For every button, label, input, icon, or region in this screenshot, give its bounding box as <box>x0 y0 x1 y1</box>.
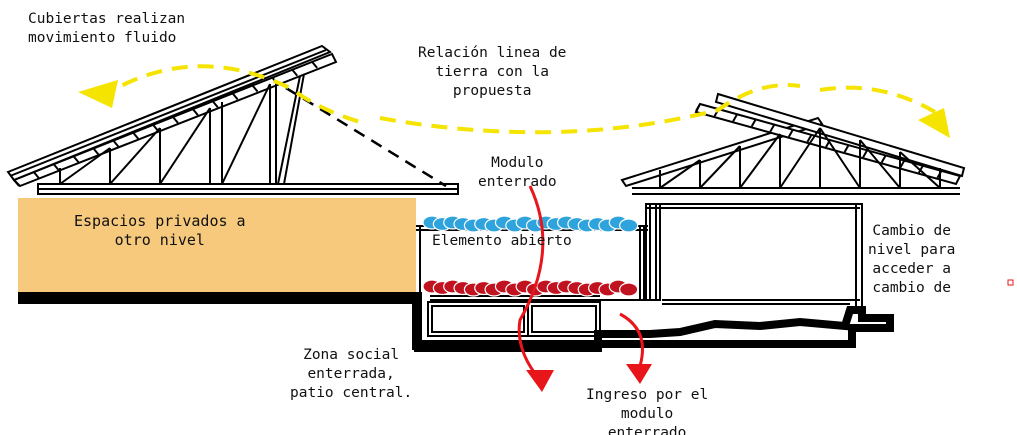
open-element-blue-cloud <box>422 215 639 233</box>
label-modulo: Modulo enterrado <box>478 155 557 190</box>
red-arrowhead-entry <box>626 364 652 384</box>
ground-relation-dashed-line <box>285 86 447 188</box>
left-roof-truss <box>6 44 459 195</box>
right-building <box>632 187 960 311</box>
label-cubiertas: Cubiertas realizan movimiento fluido <box>28 11 186 46</box>
roof-movement-arrows <box>78 64 950 138</box>
yellow-arrowhead-right <box>918 108 950 138</box>
private-spaces-block <box>18 198 416 294</box>
label-elemento: Elemento abierto <box>432 233 572 249</box>
label-zona: Zona social enterrada, patio central. <box>290 347 413 401</box>
entry-arrows <box>517 185 652 392</box>
right-roof-truss <box>620 92 966 189</box>
edge-marker <box>1007 279 1014 286</box>
red-arrowhead-social <box>526 370 554 392</box>
social-zone-red-cloud <box>422 279 639 297</box>
ground-line <box>18 292 894 352</box>
yellow-arrowhead-left <box>78 80 118 108</box>
label-cambio: Cambio de nivel para acceder a cambio de <box>868 223 956 296</box>
label-relacion: Relación linea de tierra con la propuest… <box>418 45 567 99</box>
label-espacios: Espacios privados a otro nivel <box>74 212 246 249</box>
label-ingreso: Ingreso por el modulo enterrado <box>586 387 709 435</box>
